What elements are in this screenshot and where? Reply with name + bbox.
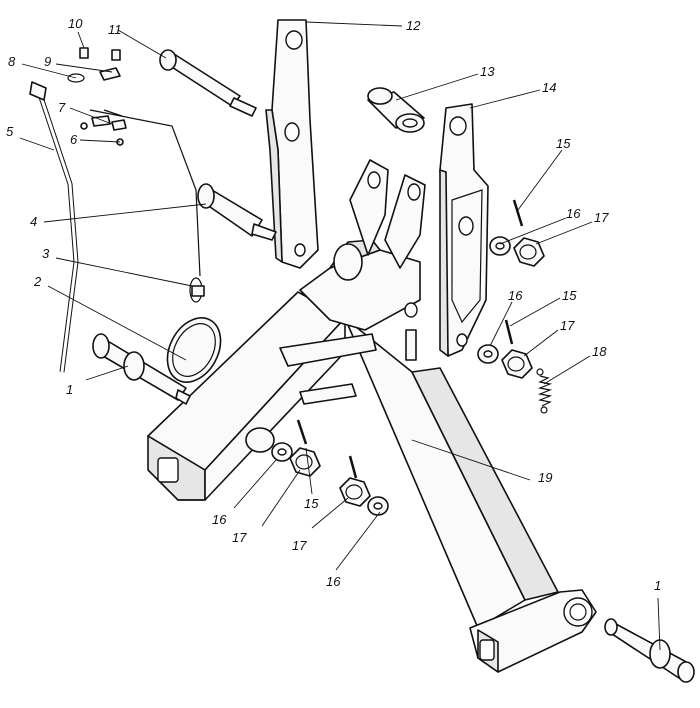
callout-12: 12 [406,18,421,33]
washer-16-d [367,496,389,516]
washer-16-a [489,236,511,256]
callout-5: 5 [6,124,14,139]
callout-16-upper: 16 [566,206,581,221]
callout-17-lower: 17 [292,538,307,553]
callout-labels: 1 1 2 3 4 5 6 7 8 9 10 11 12 13 14 15 15… [6,16,661,593]
callout-3: 3 [42,246,50,261]
callout-9: 9 [44,54,51,69]
callout-15-lower: 15 [304,496,319,511]
pin-1-left [92,333,191,405]
callout-18: 18 [592,344,607,359]
nut-17-b [501,349,533,379]
nut-17-a [513,237,545,267]
callout-4: 4 [30,214,37,229]
callout-14: 14 [542,80,556,95]
a-frame-19 [147,159,597,673]
spring-18 [536,368,553,414]
cotter-15-b [504,319,514,345]
link-plate-14 [439,103,489,357]
callout-16-middle: 16 [508,288,523,303]
ring-2 [166,317,222,383]
leader-lines [19,21,661,651]
callout-15-middle: 15 [562,288,577,303]
callout-17-left: 17 [232,530,247,545]
callout-17-upper: 17 [594,210,609,225]
callout-15-upper: 15 [556,136,571,151]
callout-8: 8 [8,54,16,69]
callout-1-right: 1 [654,578,661,593]
callout-16-left: 16 [212,512,227,527]
callout-13: 13 [480,64,495,79]
pin-4 [197,183,277,241]
callout-7: 7 [58,100,66,115]
washer-16-c [271,442,293,462]
callout-2: 2 [33,274,42,289]
callout-19: 19 [538,470,552,485]
pin-1-right [604,618,695,683]
washer-16-b [477,344,499,364]
callout-17-middle: 17 [560,318,575,333]
pin-11 [159,49,257,117]
small-hardware [67,47,127,146]
callout-6: 6 [70,132,78,147]
nut-17-c [289,447,321,477]
callout-16-lower: 16 [326,574,341,589]
callout-1-left: 1 [66,382,73,397]
cotter-15-c [296,419,358,479]
rod-5 [29,81,79,373]
link-plate-12 [265,19,319,269]
cotter-15-a [512,199,524,227]
nut-17-d [339,477,371,507]
callout-11: 11 [108,22,122,37]
cable-3 [89,109,205,303]
callout-10: 10 [68,16,83,31]
bushing-13 [367,87,425,133]
